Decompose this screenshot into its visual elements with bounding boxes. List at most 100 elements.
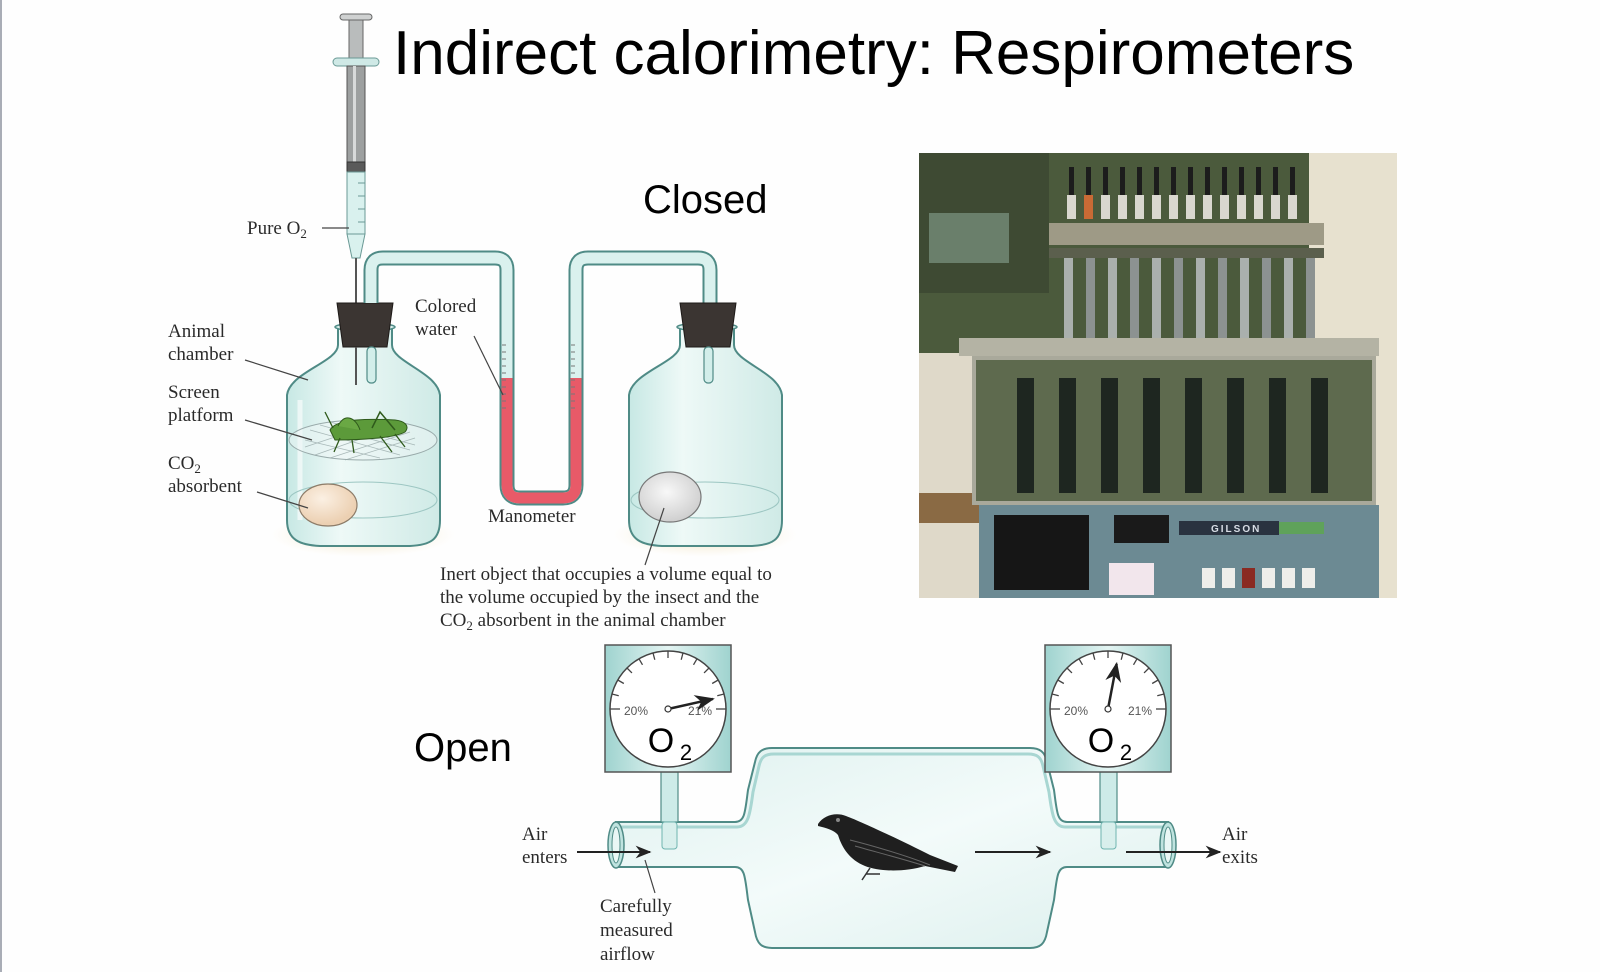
gauge-tick (680, 652, 684, 660)
photo-syringe-barrel (1135, 195, 1144, 219)
photo-rod (1130, 258, 1139, 353)
slide-left-border (0, 0, 2, 972)
photo-slots (1017, 378, 1328, 493)
photo-syringe-barrel (1118, 195, 1127, 219)
gauge-tick (1066, 667, 1073, 674)
manometer (499, 270, 584, 506)
photo-syringe-barrel (1169, 195, 1178, 219)
airflow-leader (644, 859, 656, 894)
gauge-tick (626, 667, 633, 674)
gauge-tick (1051, 693, 1059, 697)
gauge-tick (692, 658, 698, 666)
screen-platform-line1: Screen (168, 382, 220, 403)
gauge-max-label: 21% (1128, 704, 1152, 718)
animal-chamber-line2: chamber (168, 344, 234, 365)
photo-switches (1202, 568, 1315, 588)
gauge-tick (1078, 658, 1084, 666)
photo-rod (1174, 258, 1183, 353)
photo-slot (1269, 378, 1286, 493)
air-exits-line1: Air (1222, 824, 1248, 845)
air-exits-label: Air exits (1222, 823, 1258, 869)
photo-rod (1262, 258, 1271, 353)
photo-switch (1302, 568, 1315, 588)
photo-syringe-barrel (1271, 195, 1280, 219)
animal-chamber-line1: Animal (168, 321, 225, 342)
gauge-tick (1157, 693, 1165, 697)
gauge-tick (1143, 667, 1150, 674)
inert-co2-text: CO (440, 610, 467, 631)
photo-syringes (1067, 167, 1297, 219)
slide-title: Indirect calorimetry: Respirometers (393, 19, 1355, 88)
respirometer-photo: GILSON (919, 153, 1397, 598)
photo-syringe-barrel (1203, 195, 1212, 219)
colored-water-leader (473, 335, 504, 396)
inert-line2: the volume occupied by the insect and th… (440, 587, 760, 608)
gauge-stems (660, 771, 1118, 850)
photo-brand-plate (1179, 521, 1279, 535)
co2-absorbent-label: CO2 absorbent (168, 452, 242, 498)
inert-line1: Inert object that occupies a volume equa… (440, 564, 772, 585)
gauge-tick (617, 679, 625, 685)
gauge-min-label: 20% (1064, 704, 1088, 718)
photo-slot (1017, 378, 1034, 493)
photo-switch (1242, 568, 1255, 588)
photo-syringe (1154, 167, 1159, 195)
photo-syringe-barrel (1067, 195, 1076, 219)
photo-nameplate (1114, 515, 1169, 543)
photo-rod (1064, 258, 1073, 353)
co2-absorbent (298, 483, 358, 527)
gauge-max-label: 21% (688, 704, 712, 718)
co2-absorbent-line2: absorbent (168, 476, 242, 497)
gauge-tick (703, 667, 710, 674)
photo-slot (1185, 378, 1202, 493)
photo-rod (1240, 258, 1249, 353)
photo-rod (1306, 258, 1315, 353)
photo-syringe (1273, 167, 1278, 195)
photo-syringe-barrel (1254, 195, 1263, 219)
inert-object-leader (644, 507, 665, 566)
control-chamber-jar (613, 302, 797, 557)
manometer-label: Manometer (488, 506, 576, 527)
photo-rod (1196, 258, 1205, 353)
photo-syringe (1222, 167, 1227, 195)
photo-syringe-barrel (1101, 195, 1110, 219)
gauge-gas-label: O (1088, 722, 1114, 760)
animal-chamber-label: Animal chamber (168, 320, 233, 366)
gauge-tick (1132, 658, 1138, 666)
air-enters-line1: Air (522, 824, 548, 845)
pure-o2-text: Pure O (247, 218, 301, 239)
inert-object (638, 471, 702, 523)
colored-water-line2: water (415, 319, 458, 340)
screen-platform-leader (244, 419, 313, 441)
photo-syringe-barrel (1152, 195, 1161, 219)
photo-switch (1262, 568, 1275, 588)
co2-text: CO (168, 453, 195, 474)
inert-object-label: Inert object that occupies a volume equa… (440, 563, 772, 632)
colored-water-label: Colored water (415, 295, 476, 341)
photo-syringe (1239, 167, 1244, 195)
photo-switch (1282, 568, 1295, 588)
animal-chamber-leader (244, 359, 309, 381)
photo-syringe (1256, 167, 1261, 195)
closed-heading: Closed (643, 178, 768, 222)
screen-platform-label: Screen platform (168, 381, 233, 427)
photo-slot (1143, 378, 1160, 493)
photo-brand-label: GILSON (1211, 524, 1261, 535)
air-enters-line2: enters (522, 847, 568, 868)
photo-slot (1227, 378, 1244, 493)
screen-platform-line2: platform (168, 405, 234, 426)
pure-o2-label: Pure O2 (247, 217, 307, 240)
gauge-min-label: 20% (624, 704, 648, 718)
photo-syringe (1137, 167, 1142, 195)
photo-syringe (1069, 167, 1074, 195)
gauge-tick (1120, 652, 1124, 660)
grasshopper (324, 410, 408, 454)
photo-syringe (1290, 167, 1295, 195)
photo-rod (1086, 258, 1095, 353)
air-enters-label: Air enters (522, 823, 567, 869)
photo-switch (1222, 568, 1235, 588)
photo-syringe-barrel (1288, 195, 1297, 219)
photo-slot (1311, 378, 1328, 493)
o2-gauge-outlet: 20% 21% O 2 (1044, 644, 1172, 773)
photo-rod (1108, 258, 1117, 353)
